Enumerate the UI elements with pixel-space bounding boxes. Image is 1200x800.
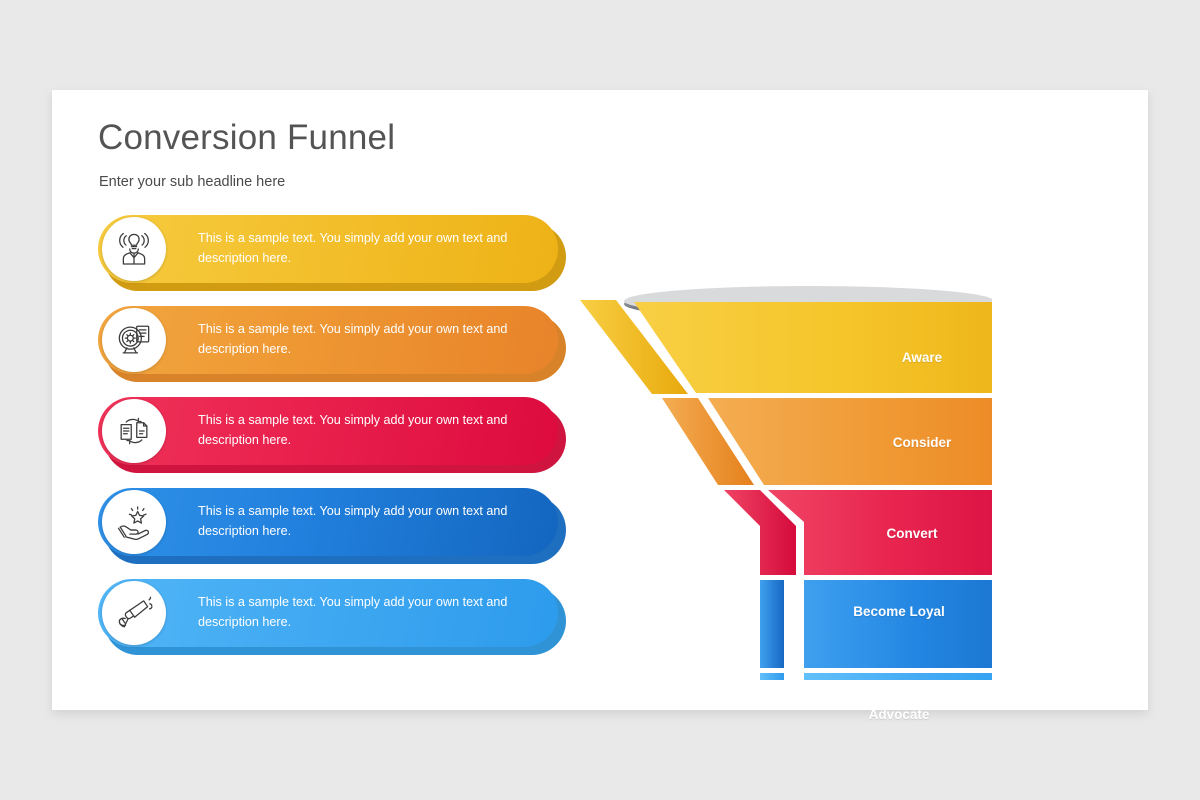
hand-star-icon xyxy=(102,490,166,554)
step-text: This is a sample text. You simply add yo… xyxy=(198,231,508,265)
step-text: This is a sample text. You simply add yo… xyxy=(198,322,508,356)
pill-body xyxy=(98,488,558,556)
funnel-layer-convert[interactable] xyxy=(724,490,992,575)
hand-megaphone-icon xyxy=(102,581,166,645)
step-item-aware[interactable]: This is a sample text. You simply add yo… xyxy=(98,215,566,291)
funnel-layer-become-loyal[interactable] xyxy=(760,580,992,668)
documents-convert-arrows-icon xyxy=(102,399,166,463)
funnel-layer-advocate[interactable] xyxy=(760,673,992,680)
step-list: This is a sample text. You simply add yo… xyxy=(98,215,578,670)
pill-body xyxy=(98,215,558,283)
step-item-convert[interactable]: This is a sample text. You simply add yo… xyxy=(98,397,566,473)
gear-magnifier-document-icon xyxy=(102,308,166,372)
conversion-funnel-diagram: Aware Consider Convert Become Loyal Advo… xyxy=(572,200,992,722)
step-text: This is a sample text. You simply add yo… xyxy=(198,504,508,538)
slide-card: Conversion Funnel Enter your sub headlin… xyxy=(52,90,1148,722)
step-text: This is a sample text. You simply add yo… xyxy=(198,595,508,629)
person-idea-broadcast-icon xyxy=(102,217,166,281)
pill-body xyxy=(98,397,558,465)
step-item-become-loyal[interactable]: This is a sample text. You simply add yo… xyxy=(98,488,566,564)
pill-body xyxy=(98,579,558,647)
funnel-label-advocate: Advocate xyxy=(868,707,930,722)
funnel-layer-aware[interactable] xyxy=(580,300,992,394)
step-text: This is a sample text. You simply add yo… xyxy=(198,413,508,447)
funnel-layer-consider[interactable] xyxy=(662,398,992,485)
page-title: Conversion Funnel xyxy=(98,118,396,157)
step-item-advocate[interactable]: This is a sample text. You simply add yo… xyxy=(98,579,566,655)
step-item-consider[interactable]: This is a sample text. You simply add yo… xyxy=(98,306,566,382)
pill-body xyxy=(98,306,558,374)
page-subtitle: Enter your sub headline here xyxy=(99,174,286,190)
